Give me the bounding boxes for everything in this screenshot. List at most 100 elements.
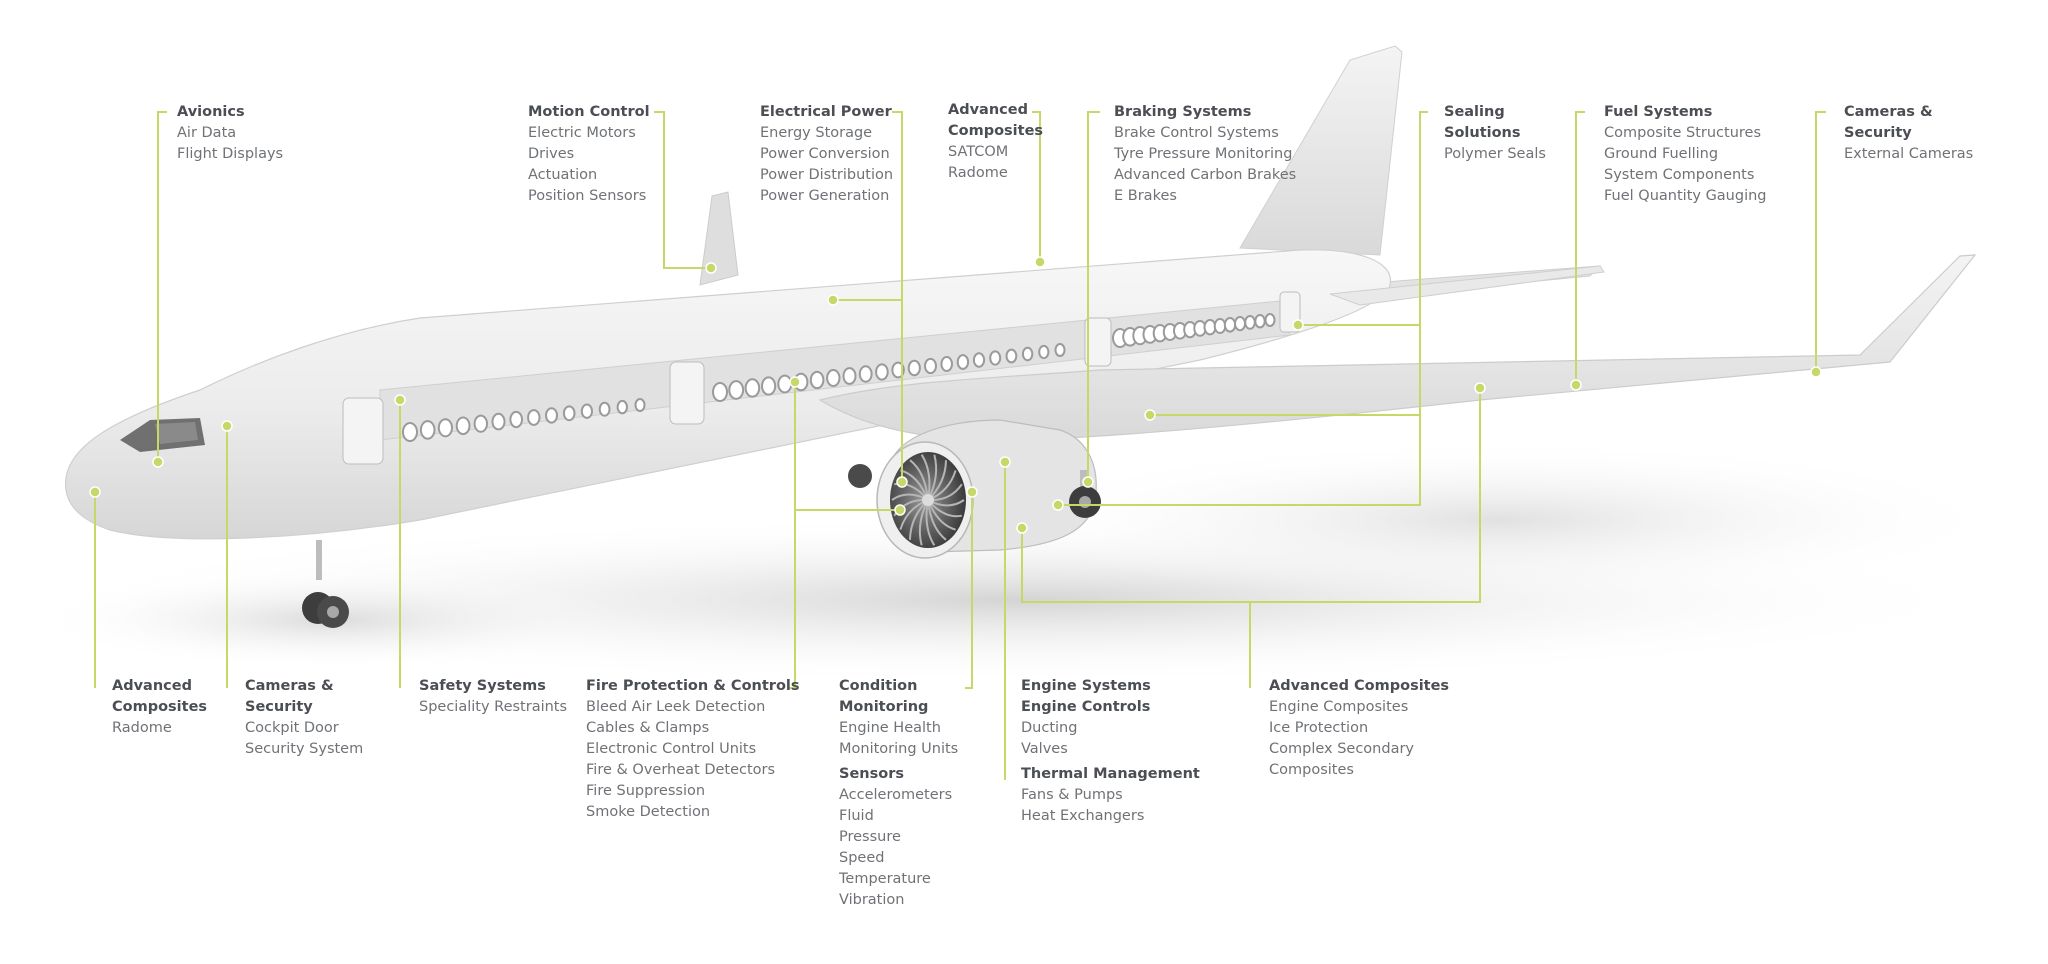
label-title: Advanced Composites — [1269, 678, 1450, 694]
label-avionics: Avionics Air Data Flight Displays — [177, 102, 283, 165]
label-item: Brake Control Systems — [1114, 125, 1279, 141]
label-advanced-composites-engine: Advanced Composites Engine Composites Ic… — [1269, 676, 1449, 781]
engine — [876, 419, 1097, 559]
label-item: Fire Suppression — [586, 783, 706, 799]
callout-lines — [94, 111, 1826, 780]
label-item: Advanced Carbon Brakes — [1114, 167, 1297, 183]
label-title: Braking Systems — [1114, 104, 1252, 120]
label-item: Speciality Restraints — [419, 699, 568, 715]
label-title: Engine Controls — [1021, 699, 1151, 715]
label-item: Speed — [839, 850, 885, 866]
label-item: Vibration — [839, 892, 905, 908]
label-item: Valves — [1021, 741, 1068, 757]
label-title: Composites — [948, 123, 1044, 139]
cabin-seats — [402, 313, 1276, 442]
label-item: Radome — [948, 165, 1008, 181]
main-landing-gear — [848, 464, 1101, 518]
label-advanced-composites-nose: Advanced Composites Radome — [112, 676, 207, 739]
label-item: Ground Fuelling — [1604, 146, 1719, 162]
label-item: Heat Exchangers — [1021, 808, 1145, 824]
label-title: Advanced — [112, 678, 192, 694]
label-item: Drives — [528, 146, 575, 162]
far-stabilizer — [699, 191, 739, 286]
label-item: Accelerometers — [839, 787, 953, 803]
label-title: Safety Systems — [419, 678, 546, 694]
label-item: Cables & Clamps — [586, 720, 710, 736]
label-item: Fuel Quantity Gauging — [1604, 188, 1767, 204]
label-fuel-systems: Fuel Systems Composite Structures Ground… — [1604, 102, 1767, 207]
label-title: Advanced — [948, 102, 1028, 118]
label-item: Actuation — [528, 167, 598, 183]
label-title: Cameras & — [1844, 104, 1933, 120]
label-title: Monitoring — [839, 699, 929, 715]
label-item: Power Generation — [760, 188, 890, 204]
label-item: Pressure — [839, 829, 901, 845]
label-item: Position Sensors — [528, 188, 647, 204]
label-item: E Brakes — [1114, 188, 1177, 204]
label-item: Complex Secondary — [1269, 741, 1414, 757]
label-title: Motion Control — [528, 104, 650, 120]
label-condition-monitoring: Condition Monitoring Engine Health Monit… — [839, 676, 958, 911]
label-cameras-security-top: Cameras & Security External Cameras — [1844, 102, 1973, 165]
label-title: Solutions — [1444, 125, 1521, 141]
label-cameras-security-cockpit: Cameras & Security Cockpit Door Security… — [245, 676, 363, 760]
label-electrical-power: Electrical Power Energy Storage Power Co… — [760, 102, 893, 207]
label-title: Sensors — [839, 766, 904, 782]
cockpit-windows — [120, 418, 205, 452]
cabin-doors — [342, 291, 1301, 465]
label-item: Fans & Pumps — [1021, 787, 1123, 803]
label-item: Flight Displays — [177, 146, 284, 162]
label-title: Thermal Management — [1021, 766, 1200, 782]
label-advanced-composites-top: Advanced Composites SATCOM Radome — [948, 100, 1043, 184]
label-item: Electric Motors — [528, 125, 636, 141]
label-title: Engine Systems — [1021, 678, 1151, 694]
label-motion-control: Motion Control Electric Motors Drives Ac… — [528, 102, 650, 207]
callout-dots — [89, 256, 1822, 534]
nose-landing-gear — [302, 540, 349, 628]
label-item: Temperature — [839, 871, 931, 887]
ground-shadow — [20, 440, 2020, 685]
label-title: Avionics — [177, 104, 245, 120]
label-item: Tyre Pressure Monitoring — [1114, 146, 1293, 162]
label-item: Ice Protection — [1269, 720, 1369, 736]
label-item: System Components — [1604, 167, 1755, 183]
label-item: Smoke Detection — [586, 804, 711, 820]
label-item: Bleed Air Leek Detection — [586, 699, 766, 715]
label-item: Ducting — [1021, 720, 1078, 736]
label-item: Composites — [1269, 762, 1354, 778]
label-engine-systems: Engine Systems Engine Controls Ducting V… — [1021, 676, 1200, 827]
label-safety-systems: Safety Systems Speciality Restraints — [419, 676, 567, 718]
label-item: Polymer Seals — [1444, 146, 1546, 162]
label-title: Condition — [839, 678, 918, 694]
label-title: Security — [245, 699, 313, 715]
label-fire-protection: Fire Protection & Controls Bleed Air Lee… — [586, 676, 800, 823]
label-title: Cameras & — [245, 678, 334, 694]
label-item: Fire & Overheat Detectors — [586, 762, 776, 778]
label-title: Fire Protection & Controls — [586, 678, 800, 694]
label-item: Monitoring Units — [839, 741, 959, 757]
label-item: Engine Composites — [1269, 699, 1409, 715]
label-title: Fuel Systems — [1604, 104, 1713, 120]
label-item: Energy Storage — [760, 125, 873, 141]
label-title: Electrical Power — [760, 104, 892, 120]
label-item: Power Conversion — [760, 146, 890, 162]
label-sealing-solutions: Sealing Solutions Polymer Seals — [1444, 102, 1546, 165]
label-item: Composite Structures — [1604, 125, 1762, 141]
label-braking-systems: Braking Systems Brake Control Systems Ty… — [1114, 102, 1296, 207]
label-item: Cockpit Door — [245, 720, 339, 736]
label-item: Power Distribution — [760, 167, 894, 183]
near-stabilizer — [1329, 265, 1605, 306]
label-item: Fluid — [839, 808, 874, 824]
label-item: Radome — [112, 720, 172, 736]
label-item: Electronic Control Units — [586, 741, 757, 757]
label-item: Engine Health — [839, 720, 941, 736]
label-item: External Cameras — [1844, 146, 1974, 162]
label-item: Security System — [245, 741, 364, 757]
label-title: Sealing — [1444, 104, 1505, 120]
label-title: Security — [1844, 125, 1912, 141]
label-item: SATCOM — [948, 144, 1009, 160]
label-item: Air Data — [177, 125, 237, 141]
label-title: Composites — [112, 699, 208, 715]
